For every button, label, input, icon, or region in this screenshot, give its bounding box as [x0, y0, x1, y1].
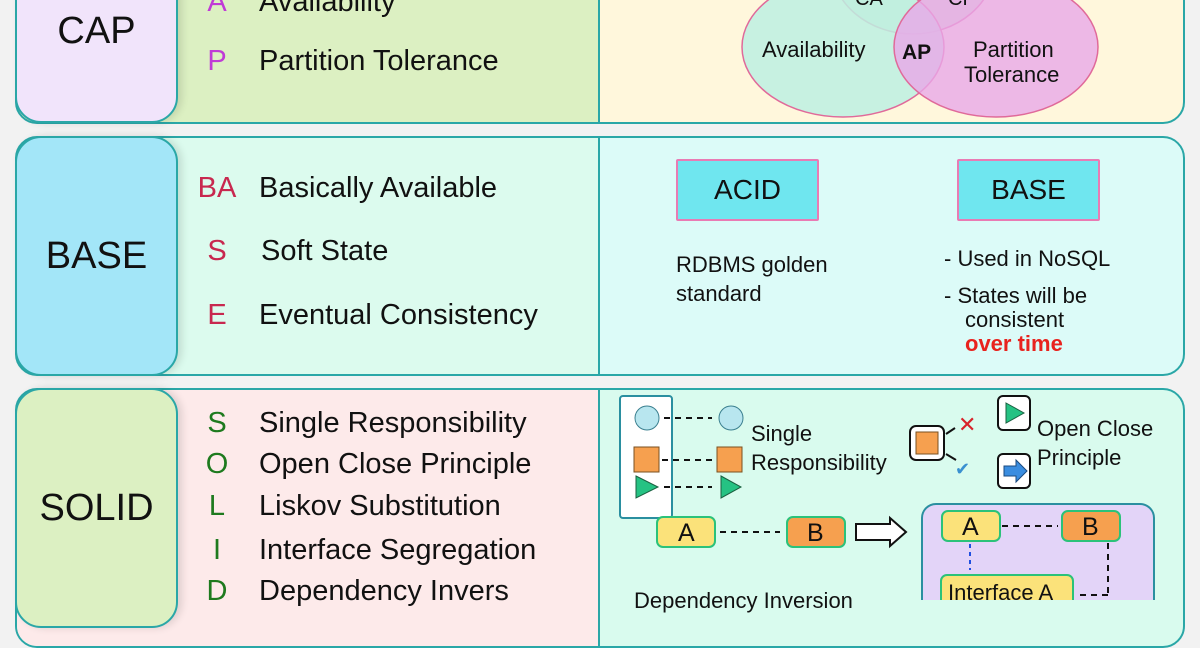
- solid-letter-o: O: [205, 448, 229, 480]
- base-item-soft-state: Soft State: [261, 235, 389, 267]
- ocp-diagram: ✕ ✔: [909, 395, 1031, 489]
- solid-title: SOLID: [15, 388, 178, 628]
- base-desc-highlight: over time: [965, 331, 1063, 356]
- cap-item-partition-tolerance: Partition Tolerance: [259, 45, 499, 77]
- base-letter-s: S: [207, 235, 227, 267]
- solid-item-liskov: Liskov Substitution: [259, 490, 501, 522]
- srp-label-1: Single: [751, 421, 813, 446]
- ocp-label-2: Principle: [1037, 445, 1122, 470]
- venn-label-ap: AP: [902, 41, 932, 64]
- venn-label-tolerance: Tolerance: [964, 62, 1060, 87]
- venn-label-cp: CP: [948, 0, 976, 11]
- dip-diagram: [656, 503, 1155, 600]
- solid-item-single-responsibility: Single Responsibility: [259, 407, 527, 439]
- solid-letter-s: S: [207, 407, 227, 439]
- cap-title: CAP: [15, 0, 178, 123]
- dip-label: Dependency Inversion: [634, 588, 853, 613]
- cap-venn-diagram: [741, 0, 1099, 118]
- acid-box: ACID: [676, 159, 819, 221]
- srp-diagram: [619, 395, 744, 519]
- base-desc-line3: consistent: [965, 307, 1065, 332]
- cap-item-availability: Availability: [259, 0, 396, 18]
- base-item-basically-available: Basically Available: [259, 172, 498, 204]
- venn-label-availability: Availability: [762, 37, 866, 62]
- dip-inner-box-b: B: [1082, 513, 1099, 541]
- cap-letter-p: P: [207, 45, 227, 77]
- srp-label-2: Responsibility: [751, 450, 887, 475]
- venn-circle-partition: [893, 0, 1099, 118]
- base-box: BASE: [957, 159, 1100, 221]
- base-letter-ba: BA: [197, 172, 237, 204]
- check-icon: ✔: [955, 459, 970, 480]
- solid-diagrams: ✕ ✔: [619, 395, 1155, 600]
- base-title: BASE: [15, 136, 178, 376]
- venn-label-ca: CA: [855, 0, 883, 11]
- base-desc-line1: - Used in NoSQL: [944, 246, 1111, 271]
- ocp-label-1: Open Close: [1037, 416, 1154, 441]
- dip-interface-a: Interface A: [948, 580, 1054, 605]
- solid-letter-i: I: [212, 534, 222, 566]
- solid-item-open-close: Open Close Principle: [259, 448, 532, 480]
- solid-letter-d: D: [206, 575, 228, 607]
- solid-item-interface-segregation: Interface Segregation: [259, 534, 537, 566]
- base-item-eventual-consistency: Eventual Consistency: [259, 299, 538, 331]
- dip-box-b: B: [807, 519, 824, 547]
- cap-letter-a: A: [207, 0, 227, 18]
- dip-box-a: A: [678, 519, 695, 547]
- acid-desc-line2: standard: [676, 281, 762, 306]
- venn-label-partition: Partition: [973, 37, 1054, 62]
- cross-icon: ✕: [958, 413, 976, 438]
- solid-letter-l: L: [208, 490, 226, 522]
- solid-item-dependency-inversion: Dependency Invers: [259, 575, 509, 607]
- base-desc-line2: - States will be: [944, 283, 1088, 308]
- base-letter-e: E: [207, 299, 227, 331]
- dip-inner-box-a: A: [962, 513, 979, 541]
- acid-desc-line1: RDBMS golden: [676, 252, 828, 277]
